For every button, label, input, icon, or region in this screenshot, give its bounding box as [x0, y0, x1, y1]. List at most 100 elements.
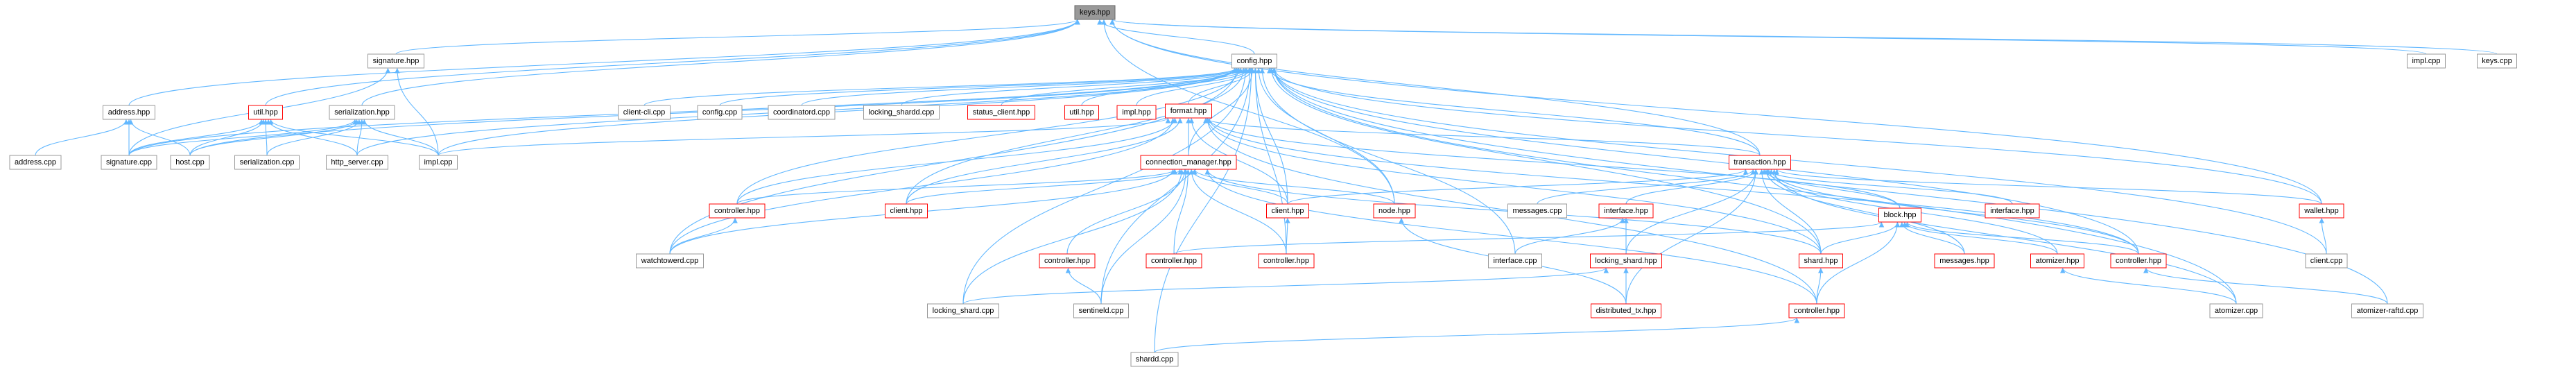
- include-edge: [1268, 67, 1822, 255]
- file-node-label: interface.cpp: [1494, 257, 1537, 265]
- file-node[interactable]: address.hpp: [103, 105, 155, 120]
- file-node[interactable]: keys.cpp: [2477, 53, 2517, 69]
- file-node[interactable]: http_server.cpp: [326, 155, 388, 170]
- file-node[interactable]: locking_shard.hpp: [1590, 253, 1662, 269]
- file-node-label: wallet.hpp: [2303, 207, 2339, 215]
- include-edge: [1271, 67, 2322, 205]
- file-node-box: [419, 155, 458, 170]
- file-node[interactable]: format.hpp: [1165, 103, 1212, 119]
- file-node[interactable]: watchtowerd.cpp: [636, 253, 704, 269]
- file-node[interactable]: wallet.hpp: [2299, 203, 2344, 219]
- file-node[interactable]: locking_shard.cpp: [927, 303, 999, 318]
- include-edge: [128, 119, 358, 156]
- file-node[interactable]: block.hpp: [1878, 207, 1921, 223]
- file-node[interactable]: controller.hpp: [1258, 253, 1315, 269]
- file-node[interactable]: sentineld.cpp: [1073, 303, 1129, 318]
- file-node-label: watchtowerd.cpp: [641, 257, 699, 265]
- include-edge: [1514, 217, 1626, 255]
- file-node-label: atomizer.cpp: [2215, 307, 2258, 315]
- file-node[interactable]: messages.cpp: [1507, 203, 1567, 219]
- file-node[interactable]: interface.cpp: [1488, 253, 1542, 269]
- include-edge: [1816, 221, 1901, 305]
- file-node-label: coordinatord.cpp: [773, 108, 830, 117]
- include-edge: [1899, 221, 1965, 255]
- include-edge: [1206, 117, 1901, 209]
- file-node-label: transaction.hpp: [1734, 158, 1786, 167]
- file-node-box: [885, 203, 928, 219]
- include-edge: [1259, 67, 1516, 255]
- include-edge: [189, 119, 360, 156]
- include-edge: [1188, 117, 1288, 205]
- file-node[interactable]: util.hpp: [1064, 105, 1099, 120]
- file-node[interactable]: shard.hpp: [1799, 253, 1843, 269]
- file-node-label: serialization.cpp: [240, 158, 295, 167]
- include-edge: [361, 119, 439, 156]
- file-node-label: keys.cpp: [2482, 57, 2512, 65]
- file-node[interactable]: serialization.hpp: [329, 105, 395, 120]
- file-node[interactable]: util.hpp: [248, 105, 283, 120]
- file-node[interactable]: keys.hpp: [1074, 5, 1116, 20]
- file-node[interactable]: shardd.cpp: [1130, 352, 1179, 367]
- file-node[interactable]: atomizer.cpp: [2209, 303, 2263, 318]
- file-node[interactable]: interface.hpp: [1598, 203, 1654, 219]
- include-edge: [438, 67, 1238, 156]
- file-node[interactable]: node.hpp: [1373, 203, 1416, 219]
- file-node-box: [1799, 253, 1843, 269]
- file-node-box: [1373, 203, 1416, 219]
- include-edge: [1271, 67, 2139, 255]
- file-node-box: [1258, 253, 1315, 269]
- include-edge: [1625, 169, 1759, 205]
- file-node[interactable]: atomizer.hpp: [2030, 253, 2084, 269]
- file-node[interactable]: client-cli.cpp: [618, 105, 671, 120]
- file-node[interactable]: locking_shardd.cpp: [863, 105, 940, 120]
- file-node[interactable]: config.hpp: [1231, 53, 1277, 69]
- file-node[interactable]: config.cpp: [697, 105, 743, 120]
- file-node[interactable]: host.cpp: [170, 155, 210, 170]
- file-node[interactable]: connection_manager.hpp: [1140, 155, 1237, 170]
- file-node-box: [326, 155, 388, 170]
- file-node[interactable]: messages.hpp: [1934, 253, 1995, 269]
- file-node-box: [1985, 203, 2040, 219]
- include-edge: [1173, 169, 1191, 255]
- file-node[interactable]: coordinatord.cpp: [768, 105, 836, 120]
- file-node[interactable]: distributed_tx.hpp: [1591, 303, 1661, 318]
- include-edge: [1188, 67, 1255, 156]
- file-node[interactable]: serialization.cpp: [234, 155, 300, 170]
- file-node[interactable]: controller.hpp: [709, 203, 766, 219]
- file-node[interactable]: controller.hpp: [2110, 253, 2167, 269]
- file-node[interactable]: interface.hpp: [1985, 203, 2040, 219]
- include-edge: [1761, 169, 1901, 209]
- file-node[interactable]: impl.hpp: [1116, 105, 1157, 120]
- file-node[interactable]: signature.hpp: [368, 53, 424, 69]
- include-edge: [1100, 169, 1189, 305]
- include-edge: [2059, 267, 2237, 305]
- file-node-label: host.cpp: [175, 158, 205, 167]
- file-node[interactable]: status_client.hpp: [967, 105, 1035, 120]
- file-node[interactable]: impl.cpp: [2407, 53, 2446, 69]
- file-node-label: locking_shardd.cpp: [869, 108, 935, 117]
- include-edge: [801, 67, 1244, 106]
- file-node-box: [1039, 253, 1096, 269]
- file-node[interactable]: controller.hpp: [1039, 253, 1096, 269]
- file-node[interactable]: controller.hpp: [1788, 303, 1845, 318]
- include-edge: [736, 67, 1242, 205]
- file-node-box: [2305, 253, 2348, 269]
- file-node[interactable]: address.cpp: [9, 155, 62, 170]
- file-node-label: address.hpp: [108, 108, 150, 117]
- file-node-label: status_client.hpp: [973, 108, 1030, 117]
- file-node[interactable]: client.cpp: [2305, 253, 2348, 269]
- include-edge: [906, 169, 1183, 205]
- include-edge: [2319, 217, 2327, 255]
- include-edge: [2143, 267, 2388, 305]
- file-node-box: [1165, 103, 1212, 119]
- file-node[interactable]: impl.cpp: [419, 155, 458, 170]
- file-node[interactable]: transaction.hpp: [1729, 155, 1791, 170]
- file-node[interactable]: client.hpp: [885, 203, 928, 219]
- include-edge: [1252, 67, 1287, 255]
- file-node[interactable]: client.hpp: [1266, 203, 1309, 219]
- file-node[interactable]: controller.hpp: [1146, 253, 1202, 269]
- file-node-label: client.cpp: [2310, 257, 2342, 265]
- file-node[interactable]: atomizer-raftd.cpp: [2351, 303, 2423, 318]
- file-node-box: [2110, 253, 2167, 269]
- file-node[interactable]: signature.cpp: [101, 155, 157, 170]
